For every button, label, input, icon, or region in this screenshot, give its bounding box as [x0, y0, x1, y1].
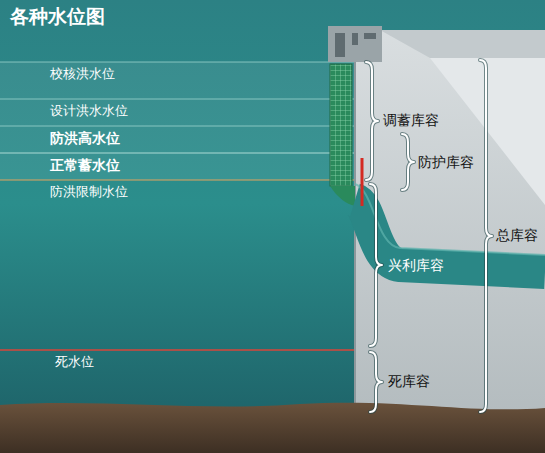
capacity-label: 防护库容 — [418, 154, 474, 171]
water-level-label: 设计洪水水位 — [50, 103, 128, 119]
brace — [366, 62, 378, 180]
capacity-label: 总库容 — [496, 227, 538, 244]
brace — [370, 352, 382, 412]
title: 各种水位图 — [10, 5, 105, 28]
brace — [402, 134, 414, 190]
capacity-label: 兴利库容 — [388, 257, 444, 274]
water-level-label: 正常蓄水位 — [50, 157, 120, 174]
level-lines — [0, 62, 355, 350]
capacity-label: 调蓄库容 — [383, 112, 439, 129]
ground — [0, 403, 545, 453]
water-level-label: 校核洪水位 — [50, 66, 115, 82]
brace — [480, 60, 492, 412]
flood-band — [0, 62, 355, 180]
capacity-label: 死库容 — [388, 373, 430, 390]
water-level-label: 死水位 — [55, 354, 94, 370]
brace — [370, 184, 382, 346]
water-level-label: 防洪限制水位 — [50, 184, 128, 200]
braces — [366, 60, 492, 412]
water-level-label: 防洪高水位 — [50, 130, 120, 147]
dam — [328, 26, 545, 425]
